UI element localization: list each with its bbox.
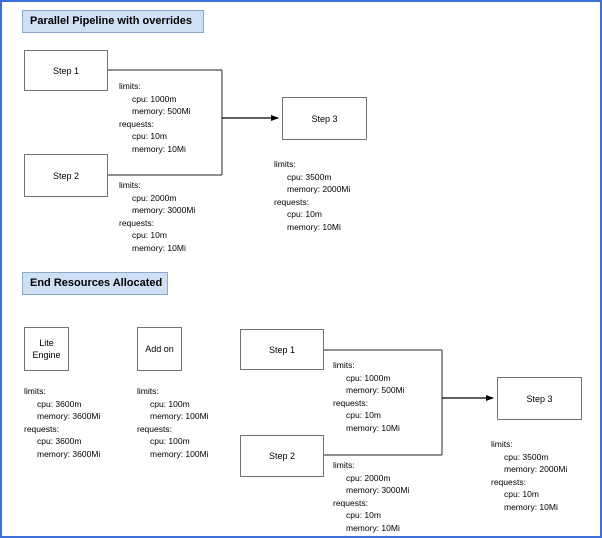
- spec-bottom-step2-requests-memory: memory: 10Mi: [346, 522, 400, 533]
- spec-bottom-step3-requests-key: requests:: [491, 476, 526, 487]
- spec-add-on-limits-memory: memory: 100Mi: [150, 411, 209, 422]
- spec-top-step3-limits-key: limits:: [274, 159, 296, 169]
- spec-top-step3-requests-cpu: cpu: 10m: [287, 209, 322, 220]
- spec-bottom-step1-requests-memory: memory: 10Mi: [346, 422, 400, 433]
- spec-top-step1-limits-cpu: cpu: 1000m: [132, 93, 177, 104]
- node-bottom-step1[interactable]: Step 1: [240, 329, 324, 370]
- node-bottom-step2[interactable]: Step 2: [240, 435, 324, 477]
- spec-top-step2-requests-key: requests:: [119, 217, 154, 228]
- node-bottom-step3[interactable]: Step 3: [497, 377, 582, 420]
- spec-bottom-step3-limits-memory: memory: 2000Mi: [504, 464, 568, 475]
- spec-lite-engine-requests-cpu: cpu: 3600m: [37, 436, 82, 447]
- spec-bottom-step3-requests-memory: memory: 10Mi: [504, 501, 558, 512]
- spec-bottom-step3: limits: cpu: 3500m memory: 2000Mi reques…: [491, 438, 567, 514]
- node-add-on[interactable]: Add on: [137, 327, 182, 371]
- spec-bottom-step1: limits: cpu: 1000m memory: 500Mi request…: [333, 359, 405, 435]
- spec-add-on-limits-key: limits:: [137, 386, 159, 396]
- spec-top-step2-requests-cpu: cpu: 10m: [132, 230, 167, 241]
- spec-bottom-step2-limits-cpu: cpu: 2000m: [346, 472, 391, 483]
- section-title-parallel-pipeline: Parallel Pipeline with overrides: [22, 10, 204, 33]
- node-lite-engine-label: Lite Engine: [32, 338, 61, 360]
- spec-lite-engine-requests-memory: memory: 3600Mi: [37, 448, 101, 459]
- section-title-end-resources-allocated: End Resources Allocated: [22, 272, 168, 295]
- spec-bottom-step2-limits-memory: memory: 3000Mi: [346, 485, 410, 496]
- spec-top-step2-limits-memory: memory: 3000Mi: [132, 205, 196, 216]
- node-add-on-label: Add on: [145, 344, 174, 354]
- spec-top-step3: limits: cpu: 3500m memory: 2000Mi reques…: [274, 158, 350, 234]
- node-lite-engine[interactable]: Lite Engine: [24, 327, 69, 371]
- spec-lite-engine: limits: cpu: 3600m memory: 3600Mi reques…: [24, 385, 100, 461]
- spec-top-step2-limits-key: limits:: [119, 180, 141, 190]
- spec-top-step3-requests-memory: memory: 10Mi: [287, 221, 341, 232]
- spec-add-on: limits: cpu: 100m memory: 100Mi requests…: [137, 385, 209, 461]
- spec-bottom-step2: limits: cpu: 2000m memory: 3000Mi reques…: [333, 459, 409, 535]
- spec-lite-engine-requests-key: requests:: [24, 423, 59, 434]
- spec-top-step2: limits: cpu: 2000m memory: 3000Mi reques…: [119, 179, 195, 255]
- node-top-step1-label: Step 1: [52, 65, 80, 76]
- spec-top-step3-limits-memory: memory: 2000Mi: [287, 184, 351, 195]
- spec-lite-engine-limits-cpu: cpu: 3600m: [37, 398, 82, 409]
- spec-top-step3-limits-cpu: cpu: 3500m: [287, 171, 332, 182]
- spec-top-step2-requests-memory: memory: 10Mi: [132, 242, 186, 253]
- spec-bottom-step1-limits-memory: memory: 500Mi: [346, 385, 405, 396]
- spec-bottom-step3-limits-cpu: cpu: 3500m: [504, 451, 549, 462]
- spec-bottom-step3-requests-cpu: cpu: 10m: [504, 489, 539, 500]
- spec-bottom-step1-limits-cpu: cpu: 1000m: [346, 372, 391, 383]
- spec-lite-engine-limits-key: limits:: [24, 386, 46, 396]
- spec-bottom-step2-requests-cpu: cpu: 10m: [346, 510, 381, 521]
- node-bottom-step1-label: Step 1: [268, 344, 296, 355]
- node-top-step3-label: Step 3: [311, 113, 338, 124]
- spec-add-on-requests-memory: memory: 100Mi: [150, 448, 209, 459]
- spec-bottom-step1-limits-key: limits:: [333, 360, 355, 370]
- node-top-step1[interactable]: Step 1: [24, 50, 108, 91]
- node-top-step2-label: Step 2: [52, 170, 80, 181]
- spec-bottom-step1-requests-cpu: cpu: 10m: [346, 410, 381, 421]
- spec-top-step1-limits-key: limits:: [119, 81, 141, 91]
- node-top-step3[interactable]: Step 3: [282, 97, 367, 140]
- spec-add-on-requests-cpu: cpu: 100m: [150, 436, 190, 447]
- spec-bottom-step1-requests-key: requests:: [333, 397, 368, 408]
- spec-top-step3-requests-key: requests:: [274, 196, 309, 207]
- spec-top-step1-requests-memory: memory: 10Mi: [132, 143, 186, 154]
- node-bottom-step3-label: Step 3: [526, 393, 553, 404]
- spec-bottom-step3-limits-key: limits:: [491, 439, 513, 449]
- spec-lite-engine-limits-memory: memory: 3600Mi: [37, 411, 101, 422]
- spec-top-step1-limits-memory: memory: 500Mi: [132, 106, 191, 117]
- spec-top-step2-limits-cpu: cpu: 2000m: [132, 192, 177, 203]
- spec-top-step1-requests-cpu: cpu: 10m: [132, 131, 167, 142]
- spec-top-step1: limits: cpu: 1000m memory: 500Mi request…: [119, 80, 191, 156]
- spec-bottom-step2-requests-key: requests:: [333, 497, 368, 508]
- spec-bottom-step2-limits-key: limits:: [333, 460, 355, 470]
- spec-add-on-requests-key: requests:: [137, 423, 172, 434]
- spec-add-on-limits-cpu: cpu: 100m: [150, 398, 190, 409]
- node-bottom-step2-label: Step 2: [268, 451, 296, 461]
- spec-top-step1-requests-key: requests:: [119, 118, 154, 129]
- node-top-step2[interactable]: Step 2: [24, 154, 108, 197]
